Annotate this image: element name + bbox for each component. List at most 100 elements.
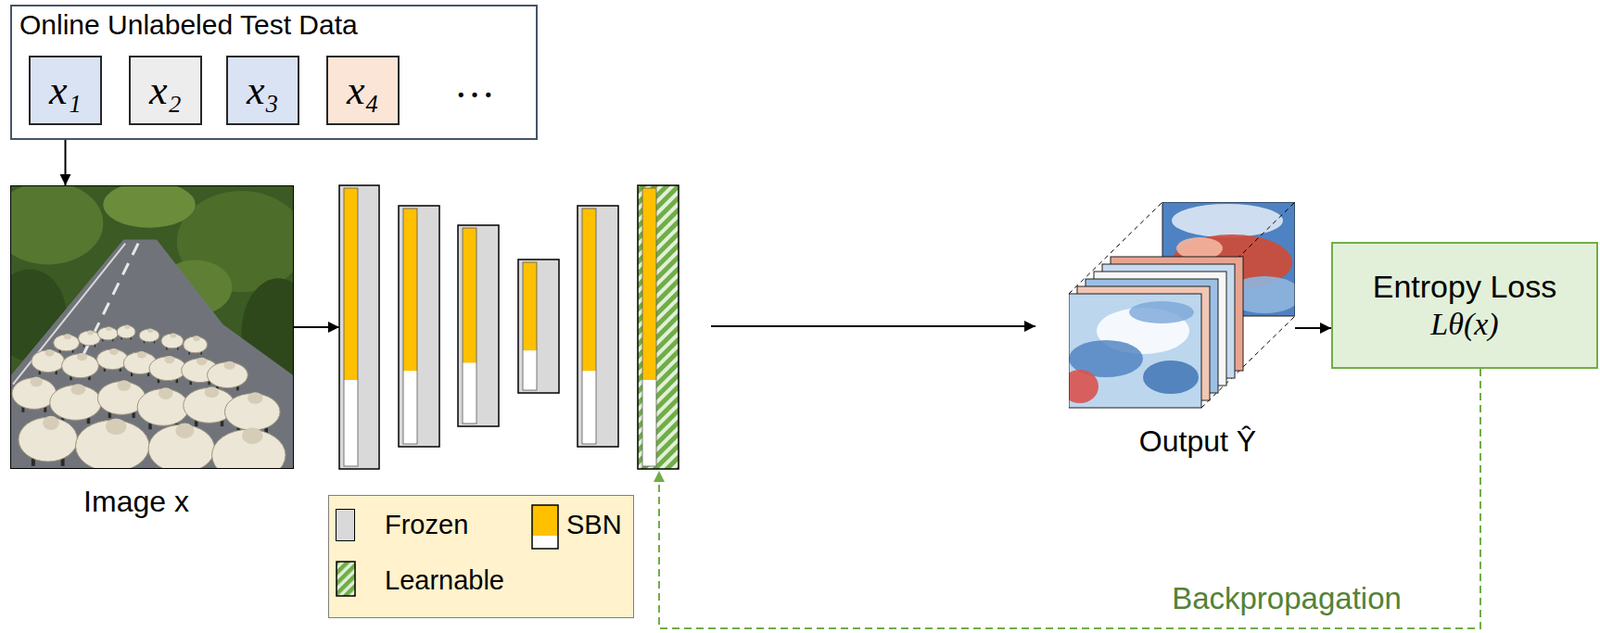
road-marking <box>76 243 140 371</box>
sheep-head <box>30 376 43 387</box>
sbn-swatch-yellow <box>532 505 559 536</box>
sbn-bar-outline <box>343 188 358 467</box>
sbn-bar-white <box>582 370 597 445</box>
heatmap-region <box>1129 301 1194 324</box>
heatmap-border <box>1068 293 1202 408</box>
sample-label: x₂ <box>149 70 182 112</box>
sheep-body <box>96 349 128 370</box>
sheep-head <box>192 335 200 342</box>
sbn-bar <box>522 262 537 351</box>
connector <box>1295 327 1332 330</box>
output-caption: Output Ŷ <box>1139 424 1257 459</box>
sbn-bar <box>462 228 477 364</box>
sheep-head <box>137 351 147 359</box>
heatmap-region <box>1176 237 1223 260</box>
sheep-head <box>175 422 194 439</box>
data-stream-panel: Online Unlabeled Test Data x₁ x₂ x₃ x₄ … <box>10 4 538 140</box>
sample-label: x₁ <box>49 70 82 112</box>
flow-arrow <box>293 326 340 329</box>
sheep-head <box>87 330 94 335</box>
sbn-bar-white <box>343 380 358 467</box>
sheep-head <box>247 392 264 405</box>
sbn-bar-white <box>522 350 537 391</box>
sheep-head <box>109 348 118 356</box>
sheep-head <box>147 329 153 333</box>
sbn-bar-white <box>462 363 477 424</box>
loss-formula: Lθ(x) <box>1430 305 1499 344</box>
sheep-body <box>78 330 102 346</box>
frozen-layer <box>398 205 440 447</box>
sheep-head <box>124 325 130 330</box>
sheep-head <box>117 380 131 391</box>
sample-box: x₂ <box>128 55 203 126</box>
loss-box: Entropy LossLθ(x) <box>1331 241 1599 369</box>
sheep-head <box>164 355 175 364</box>
sample-label: x₄ <box>346 70 380 112</box>
sheep-body <box>97 327 118 341</box>
heatmap-region <box>1142 360 1199 394</box>
sbn-bar-outline <box>462 228 477 424</box>
loss-title: Entropy Loss <box>1372 267 1557 306</box>
sbn-bar-outline <box>642 188 657 467</box>
sample-box: x₄ <box>326 55 400 126</box>
backprop-label: Backpropagation <box>1171 581 1402 617</box>
foliage <box>102 186 195 229</box>
sheep-body <box>161 333 184 349</box>
prediction-maps <box>1068 202 1296 459</box>
sheep-head <box>158 387 174 400</box>
legend-text: Learnable <box>384 564 505 597</box>
sheep-head <box>105 327 112 331</box>
sbn-swatch <box>531 504 559 550</box>
legend-text: SBN <box>566 508 623 542</box>
sample-box: x₁ <box>28 55 102 126</box>
sheep-body <box>207 362 249 389</box>
sheep-head <box>170 332 178 338</box>
ellipsis: … <box>454 63 496 105</box>
sbn-bar <box>582 208 597 371</box>
heatmap-region <box>1171 203 1283 238</box>
learnable-layer <box>637 185 679 470</box>
sbn-bar-outline <box>403 208 418 445</box>
sheep-body <box>116 325 136 339</box>
input-image: Image x <box>10 185 294 470</box>
sheep-body <box>62 354 100 379</box>
sheep-body <box>183 336 208 354</box>
sbn-bar-white <box>403 370 418 445</box>
sheep-body <box>139 329 160 343</box>
panel-title: Online Unlabeled Test Data <box>19 9 358 42</box>
frozen-layer <box>339 185 380 470</box>
sbn-swatch-white <box>532 535 559 549</box>
learnable-swatch-box <box>336 561 356 597</box>
sbn-bar <box>343 188 358 381</box>
frozen-layer <box>457 225 499 427</box>
sheep-head <box>204 386 220 398</box>
heatmap-region <box>1068 369 1099 404</box>
sheep-body <box>53 334 80 352</box>
sheep-head <box>42 416 60 431</box>
sheep-head <box>196 357 207 366</box>
sheep-photo <box>11 186 293 469</box>
sbn-bar-white <box>642 380 657 467</box>
sample-label: x₃ <box>246 70 280 112</box>
sheep-body <box>31 350 65 373</box>
sheep-head <box>241 427 263 445</box>
sbn-bar-outline <box>522 262 537 391</box>
output-stack: Output Ŷ <box>1068 202 1296 459</box>
sheep-head <box>224 361 236 370</box>
image-caption: Image x <box>83 484 190 520</box>
legend-panel: FrozenSBNLearnable <box>328 495 635 619</box>
sheep-head <box>105 418 127 435</box>
sheep-body <box>149 356 187 381</box>
flow-arrow <box>711 325 1036 328</box>
legend-swatch <box>335 508 356 542</box>
sheep-head <box>63 333 72 340</box>
sample-box: x₃ <box>226 55 300 126</box>
sheep-head <box>71 383 87 395</box>
sbn-bar-outline <box>582 208 597 445</box>
road <box>11 240 293 469</box>
sheep-head <box>76 353 88 361</box>
sbn-bar <box>642 188 657 381</box>
heatmap <box>1068 293 1202 408</box>
sbn-bar <box>403 208 418 371</box>
